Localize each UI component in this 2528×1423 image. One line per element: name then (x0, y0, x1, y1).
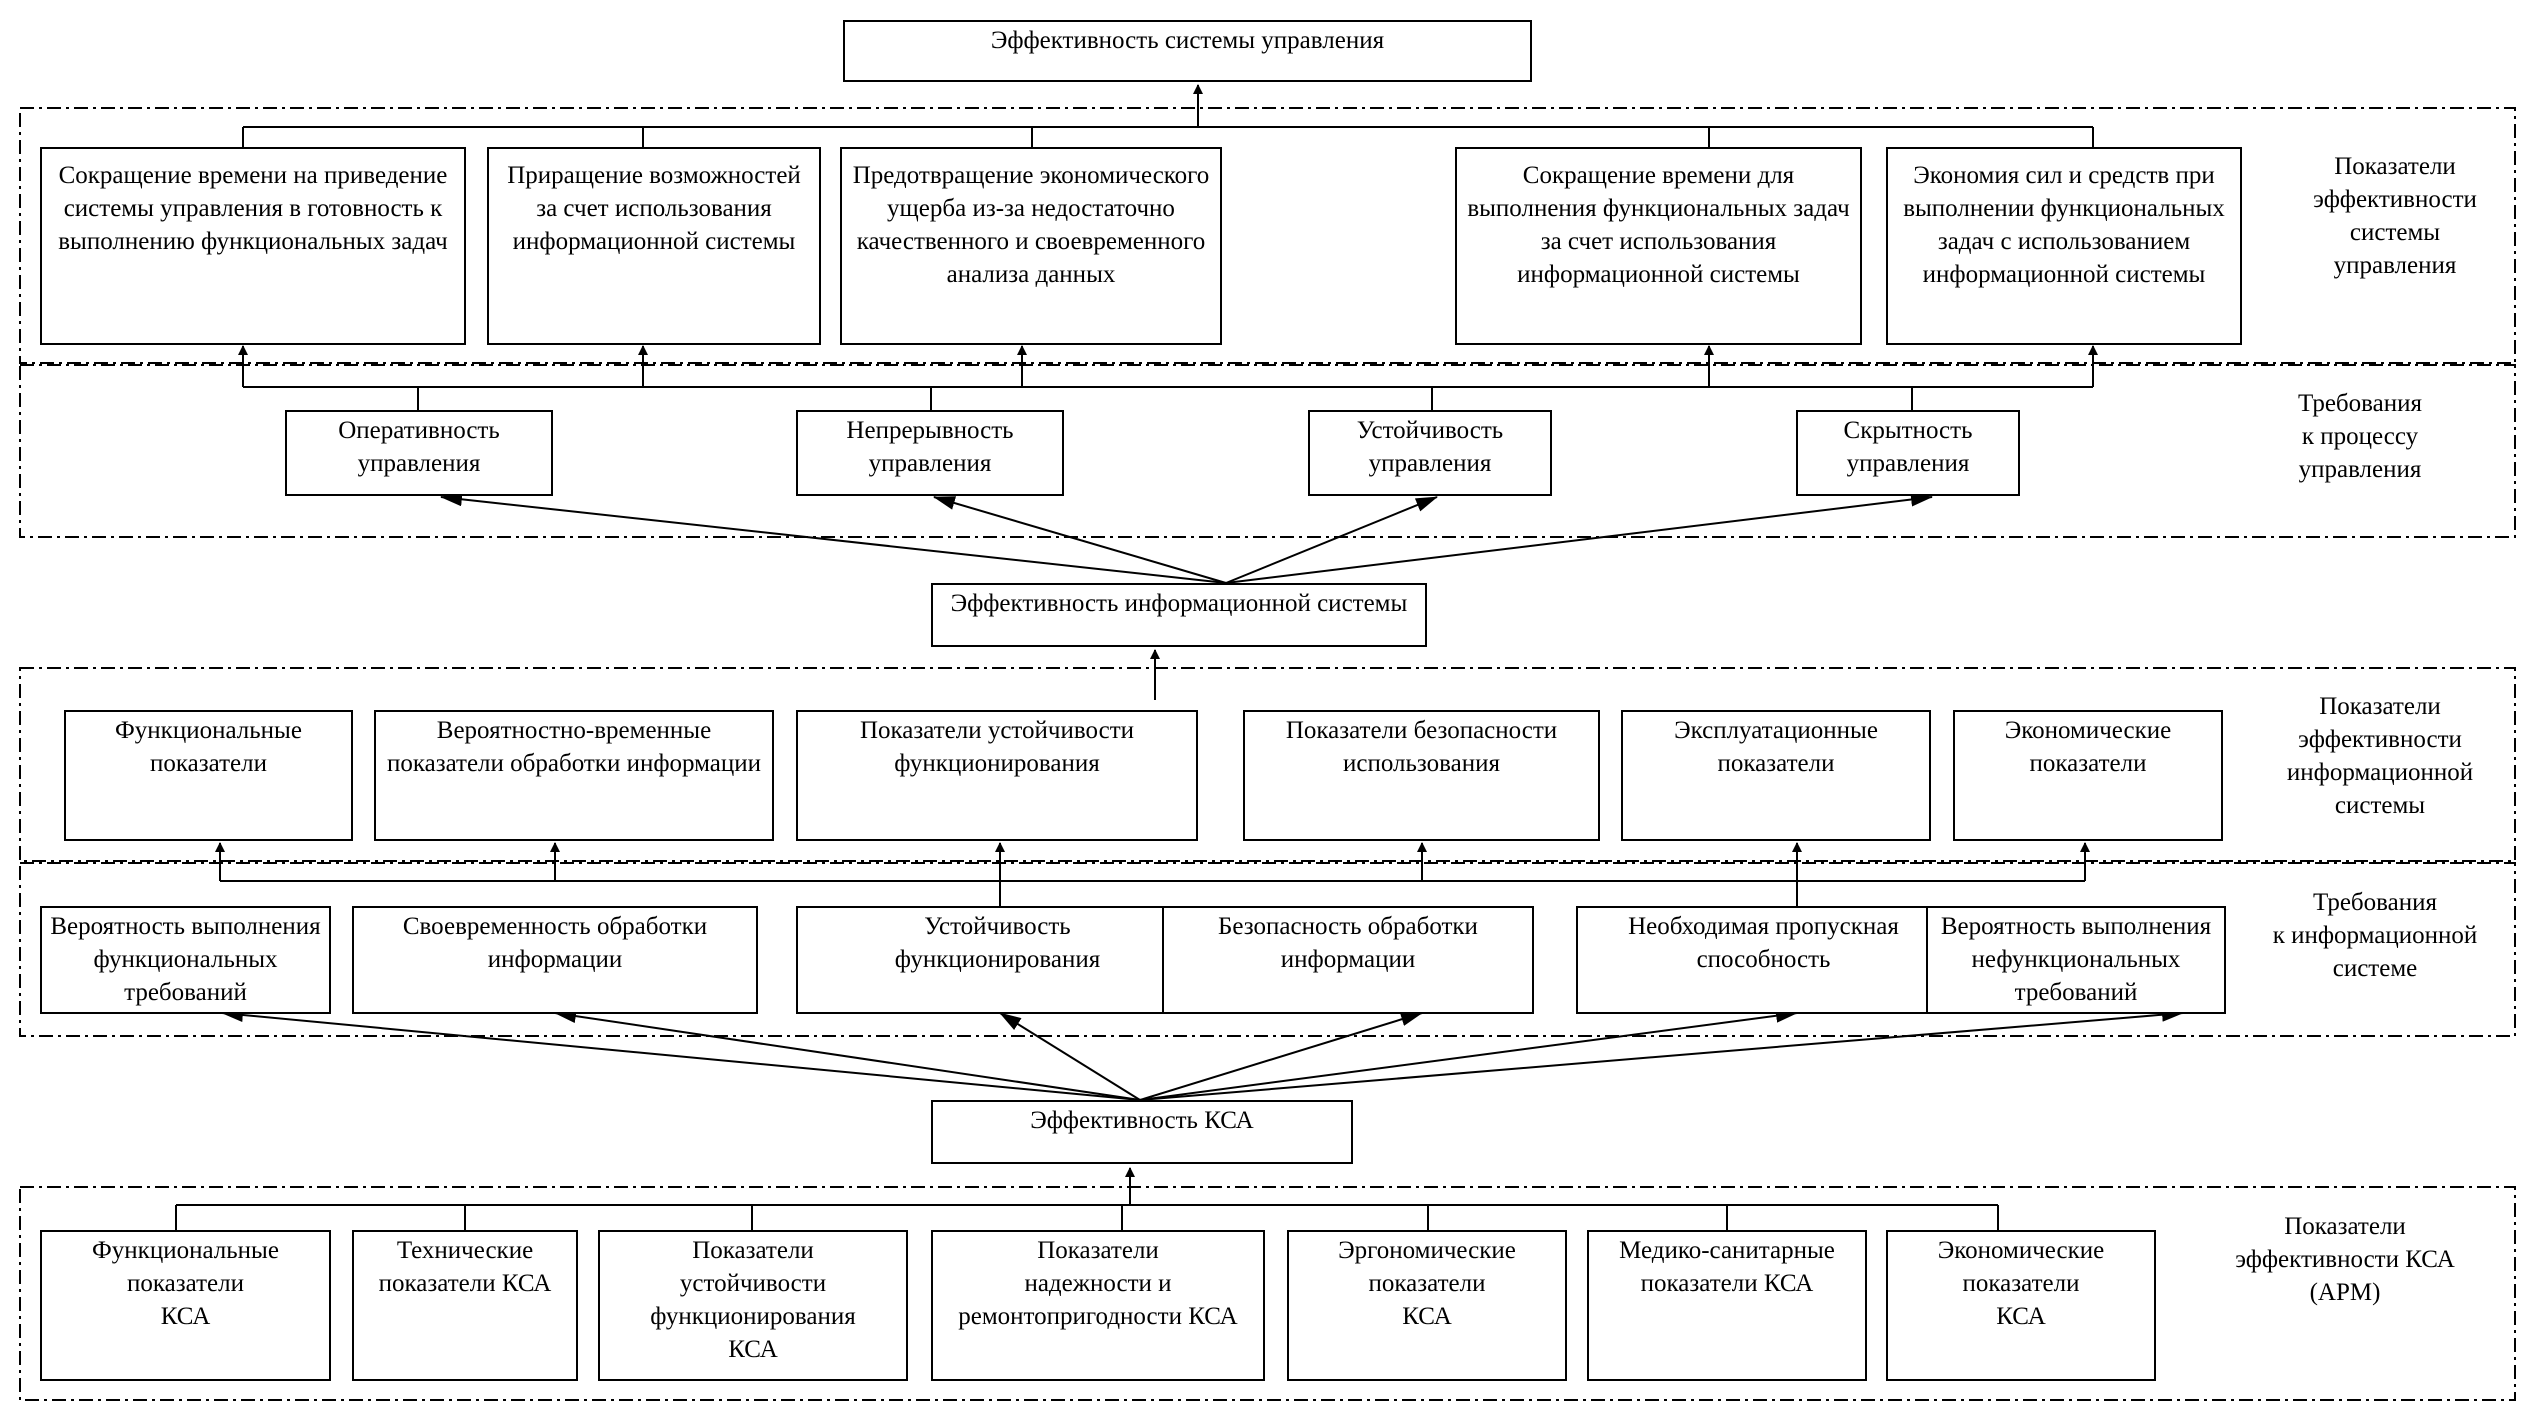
mgmt-indicators-label: Показатели эффективности системы управле… (2313, 153, 2477, 279)
is-requirements-label: Требования к информационной системе (2272, 889, 2478, 982)
process-req-4: Скрытность управления (1796, 410, 2020, 496)
mgmt-indicator-1: Сокращение времени на приведение системы… (40, 147, 466, 345)
ksa-efficiency-box: Эффективность КСА (931, 1100, 1353, 1164)
is-indicator-5: Эксплуатационные показатели (1621, 710, 1931, 841)
is-indicator-3: Показатели устойчивости функционирования (796, 710, 1198, 841)
ksa-indicator-4: Показатели надежности и ремонтопригоднос… (931, 1230, 1265, 1381)
is-req-2: Своевременность обработки информации (352, 906, 758, 1014)
is-indicator-1: Функциональные показатели (64, 710, 353, 841)
process-req-3: Устойчивость управления (1308, 410, 1552, 496)
is-requirements-frame (19, 862, 2516, 1037)
is-req-1: Вероятность выполнения функциональных тр… (40, 906, 331, 1014)
ksa-indicator-1: Функциональные показатели КСА (40, 1230, 331, 1381)
ksa-indicator-5: Эргономические показатели КСА (1287, 1230, 1567, 1381)
is-indicator-4: Показатели безопасности использования (1243, 710, 1600, 841)
process-req-2: Непрерывность управления (796, 410, 1064, 496)
is-efficiency-box: Эффективность информационной системы (931, 583, 1427, 647)
is-indicators-frame (19, 667, 2516, 862)
ksa-indicator-6: Медико-санитарные показатели КСА (1587, 1230, 1867, 1381)
process-requirements-frame (19, 364, 2516, 538)
mgmt-indicator-4: Сокращение времени для выполнения функци… (1455, 147, 1862, 345)
mgmt-indicator-5: Экономия сил и средств при выполнении фу… (1886, 147, 2242, 345)
process-req-1: Оперативность управления (285, 410, 553, 496)
process-requirements-label: Требования к процессу управления (2298, 390, 2422, 483)
is-req-3: Устойчивость функционирования (796, 906, 1199, 1014)
ksa-indicator-3: Показатели устойчивости функционирования… (598, 1230, 908, 1381)
is-indicators-label: Показатели эффективности информационной … (2286, 693, 2474, 819)
top-title-box: Эффективность системы управления (843, 20, 1532, 82)
mgmt-indicator-3: Предотвращение экономического ущерба из-… (840, 147, 1222, 345)
mgmt-indicators-frame (19, 107, 2516, 364)
is-indicator-6: Экономические показатели (1953, 710, 2223, 841)
is-req-6: Вероятность выполнения нефункциональных … (1926, 906, 2226, 1014)
ksa-indicator-2: Технические показатели КСА (352, 1230, 578, 1381)
ksa-indicator-7: Экономические показатели КСА (1886, 1230, 2156, 1381)
is-indicator-2: Вероятностно-временные показатели обрабо… (374, 710, 774, 841)
mgmt-indicator-2: Приращение возможностей за счет использо… (487, 147, 821, 345)
is-req-5: Необходимая пропускная способность (1576, 906, 1951, 1014)
ksa-indicators-frame (19, 1186, 2516, 1401)
ksa-indicators-label: Показатели эффективности КСА (АРМ) (2235, 1213, 2455, 1306)
is-req-4: Безопасность обработки информации (1162, 906, 1534, 1014)
